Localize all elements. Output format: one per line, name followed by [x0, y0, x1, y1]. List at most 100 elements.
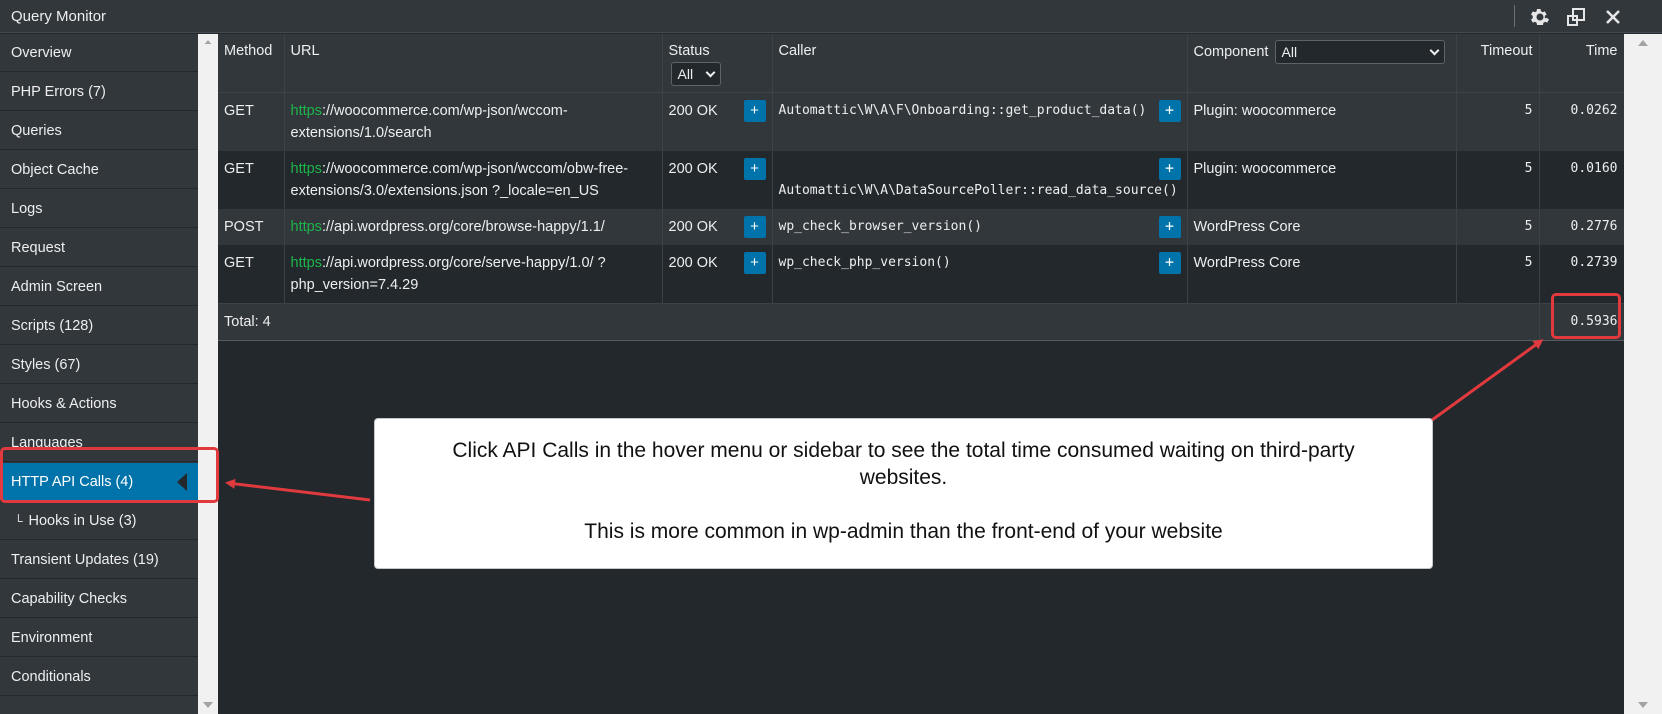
- sidebar-item[interactable]: PHP Errors (7): [0, 73, 198, 111]
- cell-caller: +Automattic\W\A\DataSourcePoller::read_d…: [772, 151, 1188, 209]
- expand-caller-button[interactable]: +: [1158, 216, 1181, 238]
- col-header-timeout[interactable]: Timeout: [1456, 34, 1540, 93]
- sidebar-item[interactable]: Conditionals: [0, 658, 198, 696]
- close-icon[interactable]: [1601, 5, 1625, 29]
- cell-method: GET: [218, 245, 285, 304]
- sidebar-item-label: Styles (67): [11, 356, 81, 373]
- sidebar-item-label: Environment: [11, 629, 93, 646]
- status-value: 200 OK: [668, 219, 718, 235]
- expand-caller-button[interactable]: +: [1158, 100, 1181, 122]
- sidebar-item[interactable]: Request: [0, 229, 198, 267]
- caller-value: Automattic\W\A\DataSourcePoller::read_da…: [778, 183, 1178, 198]
- main-scrollbar[interactable]: [1624, 34, 1662, 714]
- col-header-time[interactable]: Time: [1539, 34, 1625, 93]
- caller-value: wp_check_php_version(): [778, 255, 951, 270]
- dock-toggle-icon[interactable]: [1564, 5, 1588, 29]
- sidebar-item[interactable]: Transient Updates (19): [0, 541, 198, 579]
- sidebar-item-label: HTTP API Calls (4): [11, 473, 134, 490]
- cell-component: Plugin: woocommerce: [1187, 92, 1457, 151]
- panel-title: Query Monitor: [11, 8, 107, 25]
- title-separator: [1514, 5, 1515, 27]
- sidebar-item-label: Hooks & Actions: [11, 395, 117, 412]
- sidebar-item-label: PHP Errors (7): [11, 83, 106, 100]
- sidebar-item[interactable]: Overview: [0, 34, 198, 72]
- cell-caller: +wp_check_browser_version(): [772, 209, 1188, 245]
- cell-url: https://woocommerce.com/wp-json/wccom-ex…: [284, 92, 663, 151]
- expand-caller-button[interactable]: +: [1158, 158, 1181, 180]
- gear-icon[interactable]: [1528, 5, 1552, 29]
- callout-line-1: Click API Calls in the hover menu or sid…: [452, 439, 1355, 489]
- cell-timeout: 5: [1456, 245, 1540, 304]
- callout-line-2: This is more common in wp-admin than the…: [584, 520, 1223, 543]
- cell-caller: +Automattic\W\A\F\Onboarding::get_produc…: [772, 92, 1188, 151]
- status-value: 200 OK: [668, 161, 718, 177]
- sidebar-item[interactable]: Environment: [0, 619, 198, 657]
- cell-method: GET: [218, 151, 285, 209]
- url-scheme: https: [290, 103, 322, 119]
- col-header-caller: Caller: [772, 34, 1188, 93]
- url-scheme: https: [290, 161, 322, 177]
- status-value: 200 OK: [668, 255, 718, 271]
- total-time-highlight-box: [1551, 293, 1621, 339]
- scroll-down-arrow-icon[interactable]: [203, 702, 213, 708]
- title-bar: Query Monitor: [0, 0, 1662, 33]
- sidebar-highlight-box: [0, 447, 219, 503]
- cell-status: +200 OK: [662, 209, 773, 245]
- sidebar-item[interactable]: HTTP API Calls (4): [0, 463, 198, 501]
- arrow-to-total-time: [1431, 339, 1544, 422]
- scroll-up-arrow-icon[interactable]: [203, 40, 213, 46]
- sidebar-item[interactable]: Styles (67): [0, 346, 198, 384]
- expand-caller-button[interactable]: +: [1158, 252, 1181, 274]
- sidebar-item-label: Request: [11, 239, 66, 256]
- sidebar-item-label: Logs: [11, 200, 43, 217]
- sidebar-item-label: Languages: [11, 434, 83, 451]
- cell-method: GET: [218, 92, 285, 151]
- cell-url: https://api.wordpress.org/core/serve-hap…: [284, 245, 663, 304]
- cell-time: 0.2776: [1539, 209, 1625, 245]
- cell-method: POST: [218, 209, 285, 245]
- status-value: 200 OK: [668, 103, 718, 119]
- sub-item-indent-glyph: └: [14, 513, 23, 528]
- url-scheme: https: [290, 255, 322, 271]
- component-filter-select[interactable]: All: [1274, 40, 1445, 64]
- col-header-component: Component All: [1187, 34, 1457, 93]
- sidebar-item[interactable]: Object Cache: [0, 151, 198, 189]
- status-filter-select[interactable]: All: [670, 62, 721, 86]
- cell-component: Plugin: woocommerce: [1187, 151, 1457, 209]
- scrollbar-thumb[interactable]: [202, 44, 214, 684]
- status-filter-value: All: [677, 66, 694, 82]
- cell-timeout: 5: [1456, 151, 1540, 209]
- sidebar-item[interactable]: Queries: [0, 112, 198, 150]
- scroll-up-arrow-icon[interactable]: [1638, 40, 1648, 46]
- total-count: Total: 4: [218, 303, 1540, 341]
- cell-timeout: 5: [1456, 92, 1540, 151]
- sidebar-item-label: Admin Screen: [11, 278, 103, 295]
- component-filter-value: All: [1281, 44, 1298, 60]
- expand-status-button[interactable]: +: [743, 100, 766, 122]
- sidebar-item-label: Hooks in Use (3): [28, 512, 137, 529]
- sidebar-item[interactable]: Languages: [0, 424, 198, 462]
- url-rest: ://api.wordpress.org/core/serve-happy/1.…: [290, 255, 606, 293]
- url-rest: ://woocommerce.com/wp-json/wccom/obw-fre…: [290, 161, 629, 199]
- expand-status-button[interactable]: +: [743, 216, 766, 238]
- cell-timeout: 5: [1456, 209, 1540, 245]
- cell-component: WordPress Core: [1187, 245, 1457, 304]
- sidebar-scrollbar[interactable]: [198, 34, 218, 714]
- annotation-callout: Click API Calls in the hover menu or sid…: [374, 418, 1433, 569]
- scrollbar-thumb[interactable]: [1635, 48, 1651, 698]
- expand-status-button[interactable]: +: [743, 158, 766, 180]
- sidebar-item[interactable]: Logs: [0, 190, 198, 228]
- expand-status-button[interactable]: +: [743, 252, 766, 274]
- sidebar-item-label: Scripts (128): [11, 317, 94, 334]
- sidebar-item[interactable]: Scripts (128): [0, 307, 198, 345]
- sidebar-item[interactable]: Admin Screen: [0, 268, 198, 306]
- http-calls-table: Method URL Status All Caller Component A…: [218, 34, 1625, 341]
- sidebar-item[interactable]: Hooks & Actions: [0, 385, 198, 423]
- cell-status: +200 OK: [662, 151, 773, 209]
- sidebar-item[interactable]: └ Hooks in Use (3): [0, 502, 198, 540]
- scroll-down-arrow-icon[interactable]: [1638, 702, 1648, 708]
- sidebar-item[interactable]: Capability Checks: [0, 580, 198, 618]
